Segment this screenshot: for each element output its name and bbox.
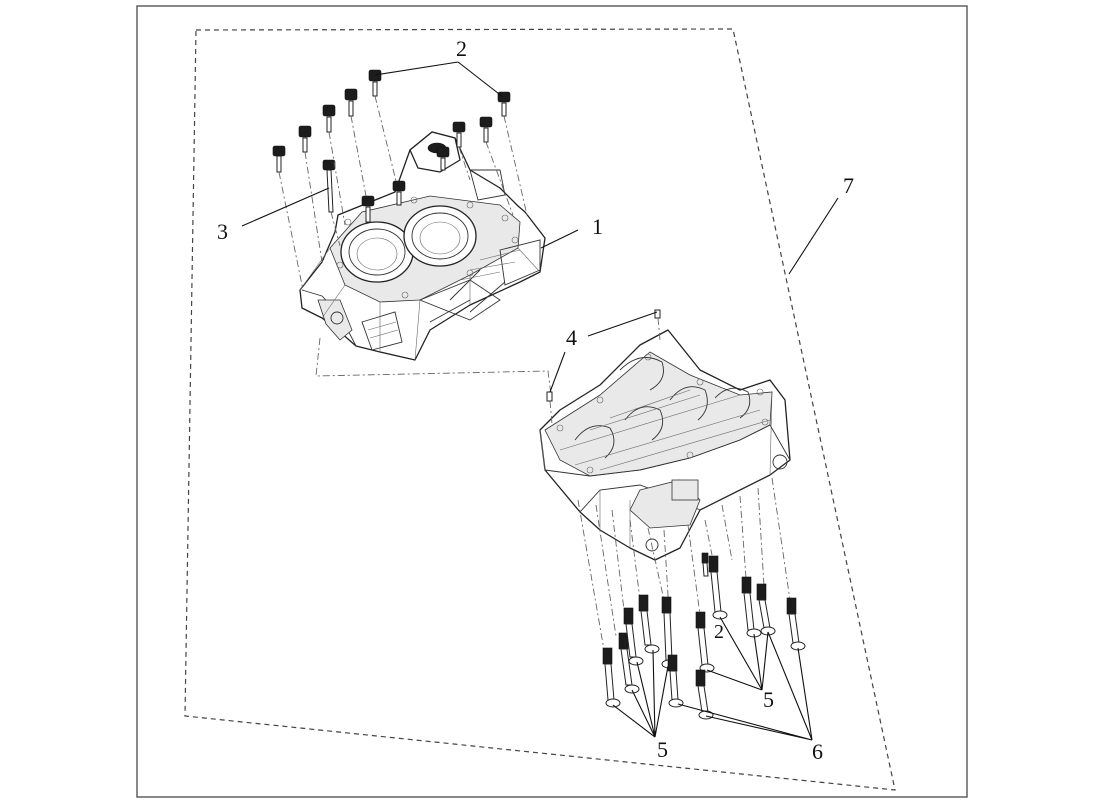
callout-lower-bolts-right: 5 [763,687,774,712]
bolt [638,594,660,654]
bolt [741,576,762,638]
bolt [452,121,466,148]
assembly-outline [184,28,896,791]
leader-lines [241,61,839,741]
upper-bolts [272,69,511,223]
upper-crankcase [299,131,546,361]
bolt [479,116,493,143]
bolt [272,145,286,173]
lower-crankcase [539,329,791,561]
bolt [361,195,375,223]
lower-bolts [602,552,806,720]
callout-crankcase-assembly: 7 [843,173,854,198]
callout-long-bolt: 3 [217,219,228,244]
bolt [756,583,776,636]
callout-upper-bolts: 2 [456,36,467,61]
callout-lower-bolts-left: 5 [657,737,668,762]
callout-upper-crankcase: 1 [592,214,603,239]
bolt [344,88,358,117]
callout-main-bolts: 6 [812,739,823,764]
bolt [786,597,806,651]
diagram-frame [136,5,968,798]
bolt [623,607,644,666]
bolt [436,146,450,171]
callouts: 1 2 3 4 5 5 6 7 2 [217,36,854,764]
bolt [695,611,715,673]
bolt [298,125,312,153]
bolt [392,180,406,206]
bolt [708,555,728,620]
bolt [701,552,709,577]
bolt [602,647,621,708]
callout-dowels: 4 [566,325,577,350]
bolt [618,632,640,694]
bolt [368,69,382,97]
long-bolt [322,159,336,213]
lower-bolt-axes [577,477,791,661]
callout-lower-bolt-group-2: 2 [714,621,724,643]
upper-bolt-axes [278,95,552,396]
bolt [667,654,684,708]
bolt [322,104,336,133]
dowels [546,309,661,425]
bolt [497,91,511,117]
